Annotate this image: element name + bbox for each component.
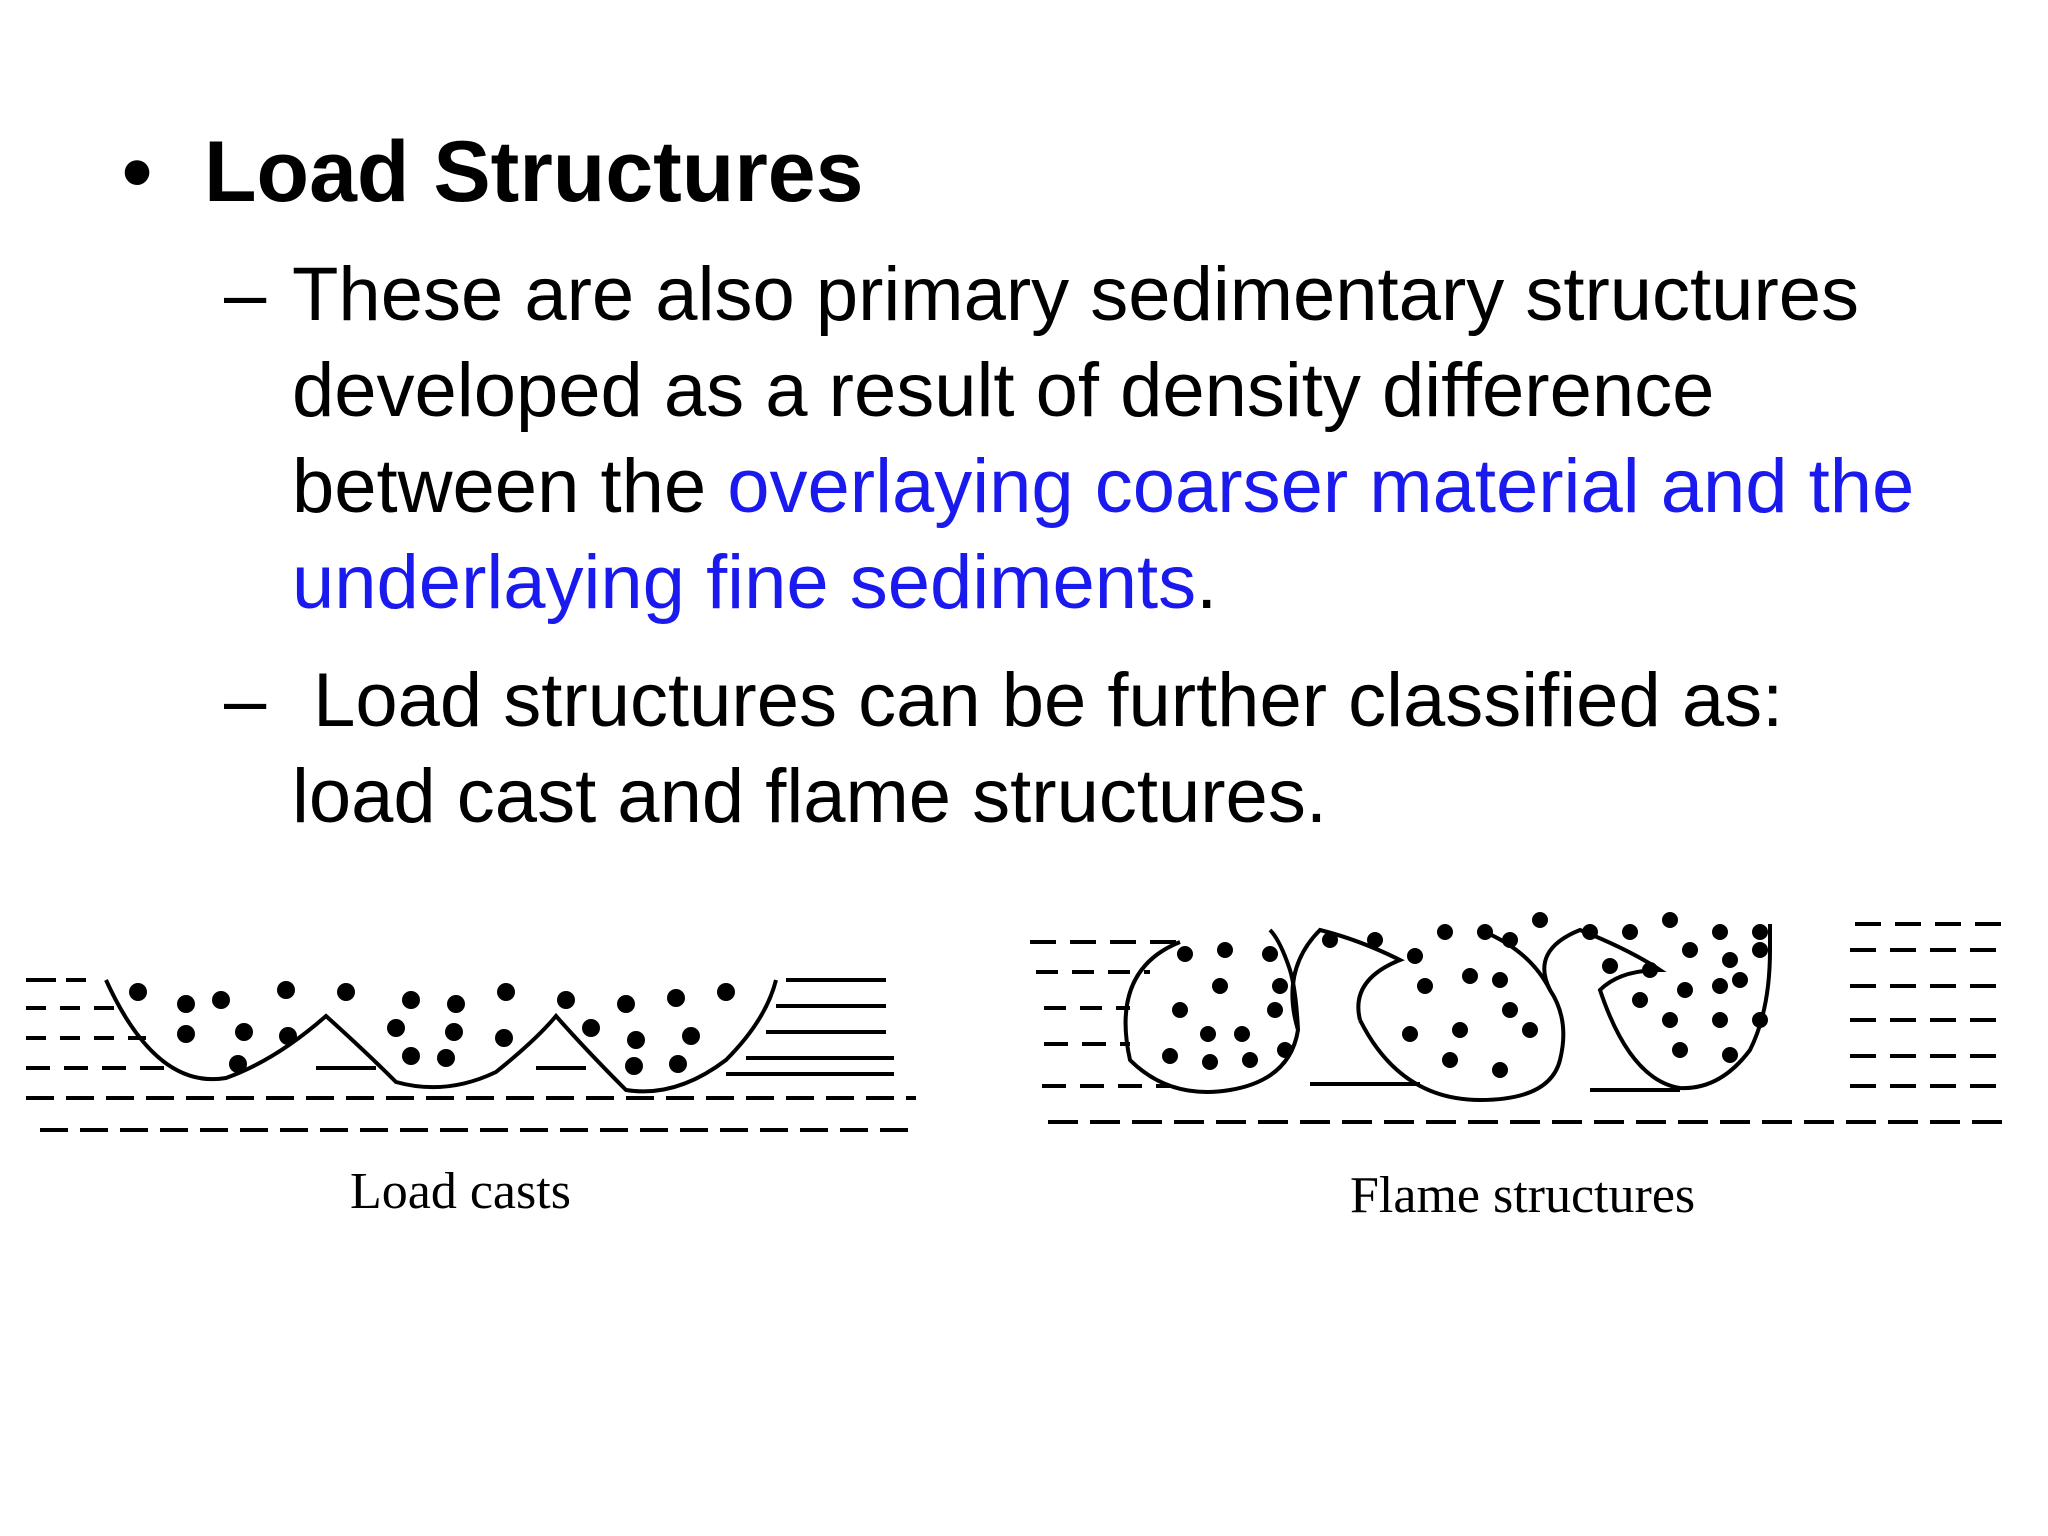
text-before: These are also primary sedimentary struc… — [292, 252, 1860, 529]
flame-structures-caption: Flame structures — [1350, 1167, 1696, 1224]
flame-structures-figure — [1030, 910, 2015, 1140]
dash-icon: – — [224, 658, 267, 743]
text-after: . — [1196, 540, 1218, 625]
dash-icon: – — [224, 252, 267, 337]
sub-point-text: Load structures can be further classifie… — [292, 658, 1805, 839]
load-casts-illustration — [26, 978, 916, 1132]
heading-text: Load Structures — [204, 124, 864, 220]
load-casts-figure — [26, 940, 926, 1140]
bullet-icon: • — [122, 124, 153, 220]
flame-structures-illustration — [1030, 912, 2005, 1124]
highlighted-text: overlaying coarser material and the unde… — [292, 444, 1915, 625]
slide-heading: • Load Structures — [122, 120, 863, 224]
sub-point-text: These are also primary sedimentary struc… — [292, 247, 1932, 631]
load-casts-caption: Load casts — [350, 1163, 571, 1220]
